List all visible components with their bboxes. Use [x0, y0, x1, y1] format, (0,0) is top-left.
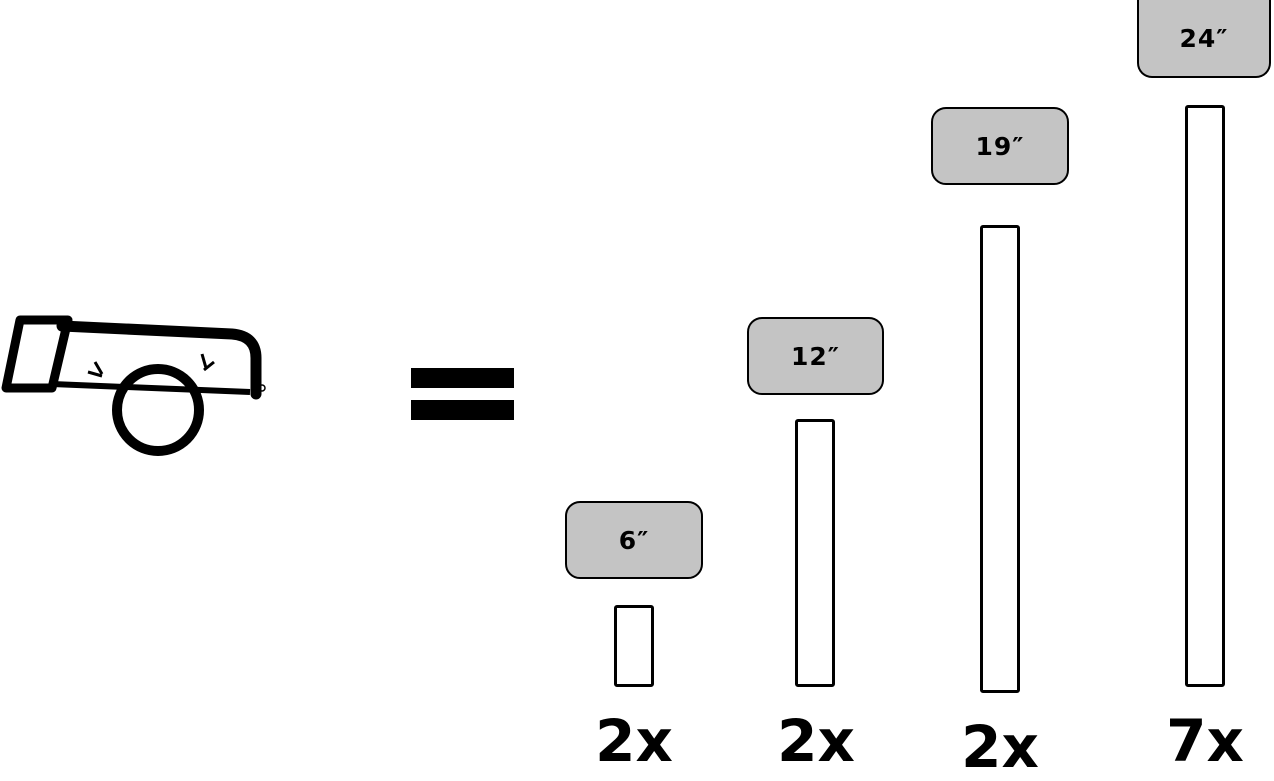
equals-bar-top: [411, 368, 514, 388]
pipe-piece-6: [614, 605, 654, 687]
equals-bar-bottom: [411, 400, 514, 420]
length-label-19: 19″: [931, 107, 1069, 185]
pipe-piece-12: [795, 419, 835, 687]
length-label-24: 24″: [1137, 0, 1271, 78]
length-label-12: 12″: [747, 317, 884, 395]
pipe-piece-19: [980, 225, 1020, 693]
length-label-6: 6″: [565, 501, 703, 579]
pipe-piece-24: [1185, 105, 1225, 687]
quantity-6: 2x: [595, 707, 673, 775]
hacksaw-icon: [1, 315, 266, 456]
quantity-19: 2x: [961, 713, 1039, 781]
quantity-24: 7x: [1166, 707, 1244, 775]
quantity-12: 2x: [777, 707, 855, 775]
